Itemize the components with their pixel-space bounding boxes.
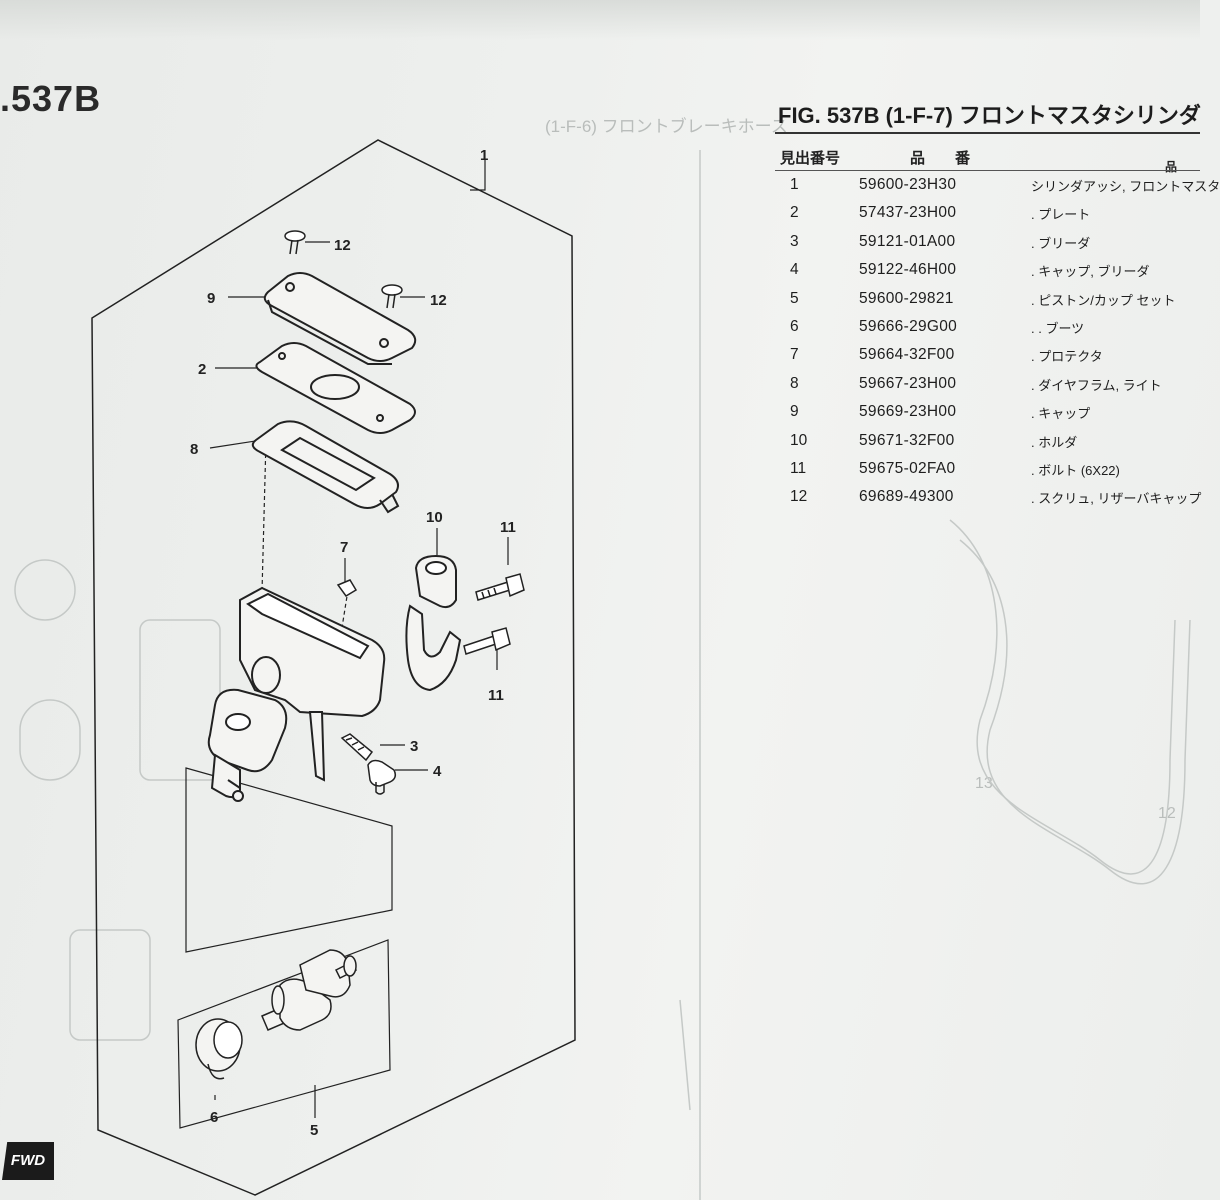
ref-number: 9: [790, 403, 799, 421]
title-rule: [775, 132, 1200, 134]
table-row: 4 59122-46H00 . キャップ, ブリーダ: [775, 257, 1200, 285]
part-name: . ブリーダ: [1031, 235, 1091, 251]
callout-7: 7: [340, 539, 348, 556]
boot-6: [195, 1018, 243, 1080]
part-name: . ボルト (6X22): [1031, 462, 1120, 478]
callout-6: 6: [210, 1109, 218, 1126]
header-rule: [775, 170, 1200, 171]
plate-2: [255, 342, 416, 434]
callout-11-a: 11: [500, 519, 516, 536]
col-ref-header: 見出番号: [780, 150, 841, 167]
callout-12-a: 12: [334, 237, 351, 254]
table-row: 10 59671-32F00 . ホルダ: [775, 428, 1200, 456]
figure-number-left: .537B: [0, 78, 102, 119]
ref-number: 3: [790, 232, 799, 250]
bleeder-3: [340, 733, 374, 762]
bolt-11-a: [475, 573, 525, 601]
part-name: . ダイヤフラム, ライト: [1031, 377, 1162, 393]
screw-12-a: [284, 230, 306, 255]
part-name: . プレート: [1031, 207, 1091, 223]
part-number: 59121-01A00: [859, 232, 956, 250]
table-row: 8 59667-23H00 . ダイヤフラム, ライト: [775, 371, 1200, 399]
ref-number: 12: [790, 488, 808, 506]
callout-1: 1: [480, 147, 488, 164]
part-number: 59600-23H30: [859, 176, 957, 193]
table-row: 3 59121-01A00 . ブリーダ: [775, 229, 1200, 257]
part-number: 69689-49300: [859, 488, 954, 506]
callout-11-b: 11: [488, 687, 504, 704]
bleeder-cap-4: [367, 759, 397, 795]
part-name: . スクリュ, リザーバキャップ: [1031, 491, 1202, 507]
ref-number: 10: [790, 431, 808, 449]
part-number: 57437-23H00: [859, 204, 957, 222]
part-number: 59664-32F00: [859, 346, 955, 364]
part-name: . キャップ, ブリーダ: [1031, 264, 1150, 280]
part-number: 59122-46H00: [859, 261, 957, 279]
ref-number: 5: [790, 289, 799, 307]
ref-number: 11: [790, 459, 807, 477]
callout-5: 5: [310, 1122, 318, 1139]
part-number: 59675-02FA0: [859, 459, 956, 477]
ref-number: 8: [790, 374, 799, 392]
part-number: 59600-29821: [859, 289, 954, 307]
callout-12-b: 12: [430, 292, 447, 309]
part-name: . ホルダ: [1031, 434, 1078, 450]
piston-set-5: [261, 949, 358, 1031]
ghost-reverse-drawing: [14, 150, 1191, 1200]
callout-10: 10: [426, 509, 443, 526]
callout-2: 2: [198, 361, 206, 378]
table-row: 5 59600-29821 . ピストン/カップ セット: [775, 286, 1200, 314]
ref-number: 4: [790, 261, 799, 279]
diaphragm-8: [251, 420, 400, 514]
holder-10: [405, 554, 462, 692]
ghost-header: (1-F-6) フロントブレーキホース: [545, 117, 788, 136]
protector-7: [336, 579, 358, 597]
table-row: 6 59666-29G00 . . ブーツ: [775, 314, 1200, 342]
leader-lines: [209, 160, 509, 1118]
part-name: . キャップ: [1031, 406, 1091, 422]
callout-3: 3: [410, 738, 418, 755]
master-cylinder-body: [207, 586, 386, 802]
part-number: 59666-29G00: [859, 317, 958, 335]
table-row: 7 59664-32F00 . プロテクタ: [775, 342, 1200, 370]
parts-table: 1 59600-23H30 シリンダアッシ, フロントマスタ 2 57437-23H0…: [775, 172, 1220, 513]
reservoir-cap-9: [263, 272, 417, 365]
callout-4: 4: [433, 763, 442, 780]
screw-12-b: [381, 284, 403, 309]
ref-number: 2: [790, 204, 799, 222]
page-shadow: [0, 0, 1200, 40]
table-row: 12 69689-49300 . スクリュ, リザーバキャップ: [775, 484, 1202, 512]
bolt-11-b: [463, 627, 511, 655]
part-name: シリンダアッシ, フロントマスタ: [1031, 179, 1220, 194]
part-number: 59669-23H00: [859, 403, 957, 421]
part-number: 59667-23H00: [859, 374, 957, 392]
table-row: 2 57437-23H00 . プレート: [775, 200, 1200, 228]
part-number: 59671-32F00: [859, 431, 955, 449]
table-row: 11 59675-02FA0 . ボルト (6X22): [775, 456, 1200, 484]
callout-8: 8: [190, 441, 198, 458]
table-row: 9 59669-23H00 . キャップ: [775, 399, 1200, 427]
figure-title: FIG. 537B (1-F-7) フロントマスタシリンダ: [778, 103, 1201, 128]
ref-number: 1: [790, 176, 799, 193]
part-name: . ピストン/カップ セット: [1031, 292, 1176, 308]
callout-9: 9: [207, 290, 215, 307]
ref-number: 7: [790, 346, 799, 364]
col-part-header: 品 番: [910, 150, 971, 167]
ref-number: 6: [790, 317, 799, 335]
part-name: . . ブーツ: [1031, 320, 1085, 336]
fwd-badge: FWD: [2, 1142, 54, 1180]
part-name: . プロテクタ: [1031, 349, 1103, 365]
table-row: 1 59600-23H30 シリンダアッシ, フロントマスタ: [775, 172, 1220, 200]
